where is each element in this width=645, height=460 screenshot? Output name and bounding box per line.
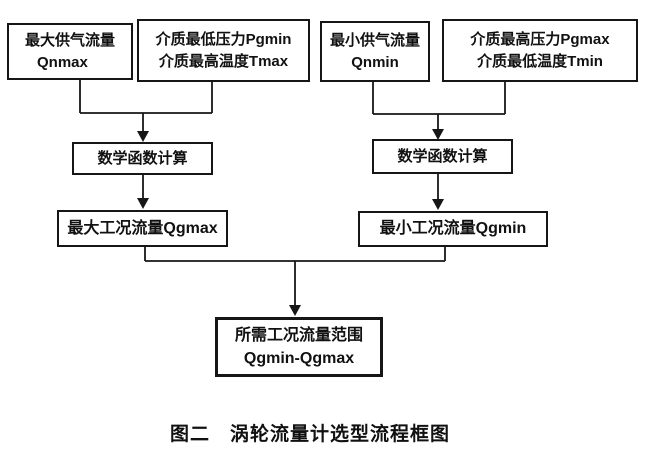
node-math-calc-right: 数学函数计算	[372, 139, 513, 174]
node-qgmax-label: 最大工况流量Qgmax	[67, 219, 218, 237]
node-pgmin-tmax-line1: 介质最低压力Pgmin	[155, 30, 292, 48]
node-pgmax-tmin-line1: 介质最高压力Pgmax	[470, 30, 610, 48]
node-qnmin: 最小供气流量 Qnmin	[320, 21, 430, 82]
node-result-line1: 所需工况流量范围	[234, 326, 363, 344]
node-qgmin-label: 最小工况流量Qgmin	[379, 220, 527, 238]
node-pgmin-tmax: 介质最低压力Pgmin 介质最高温度Tmax	[137, 19, 310, 82]
node-math-calc-right-label: 数学函数计算	[397, 147, 488, 165]
node-result: 所需工况流量范围 Qgmin-Qgmax	[215, 317, 383, 377]
node-qgmin: 最小工况流量Qgmin	[358, 211, 548, 247]
node-pgmax-tmin: 介质最高压力Pgmax 介质最低温度Tmin	[442, 19, 638, 82]
arrowhead-result	[289, 305, 301, 316]
node-math-calc-left: 数学函数计算	[72, 142, 213, 175]
arrowhead-left-merge	[137, 131, 149, 142]
node-pgmin-tmax-line2: 介质最高温度Tmax	[158, 52, 289, 70]
node-qnmax-line2: Qnmax	[37, 53, 88, 71]
arrowhead-qgmin	[432, 199, 444, 210]
node-qnmax-line1: 最大供气流量	[24, 31, 115, 49]
node-qnmin-line1: 最小供气流量	[329, 31, 420, 49]
node-qnmax: 最大供气流量 Qnmax	[7, 23, 133, 80]
node-math-calc-left-label: 数学函数计算	[97, 149, 188, 167]
node-pgmax-tmin-line2: 介质最低温度Tmin	[477, 52, 603, 70]
node-result-line2: Qgmin-Qgmax	[243, 350, 355, 367]
figure-caption: 图二 涡轮流量计选型流程框图	[169, 424, 450, 445]
node-qnmin-line2: Qnmin	[351, 53, 399, 71]
arrowhead-qgmax	[137, 198, 149, 209]
node-qgmax: 最大工况流量Qgmax	[57, 210, 228, 247]
